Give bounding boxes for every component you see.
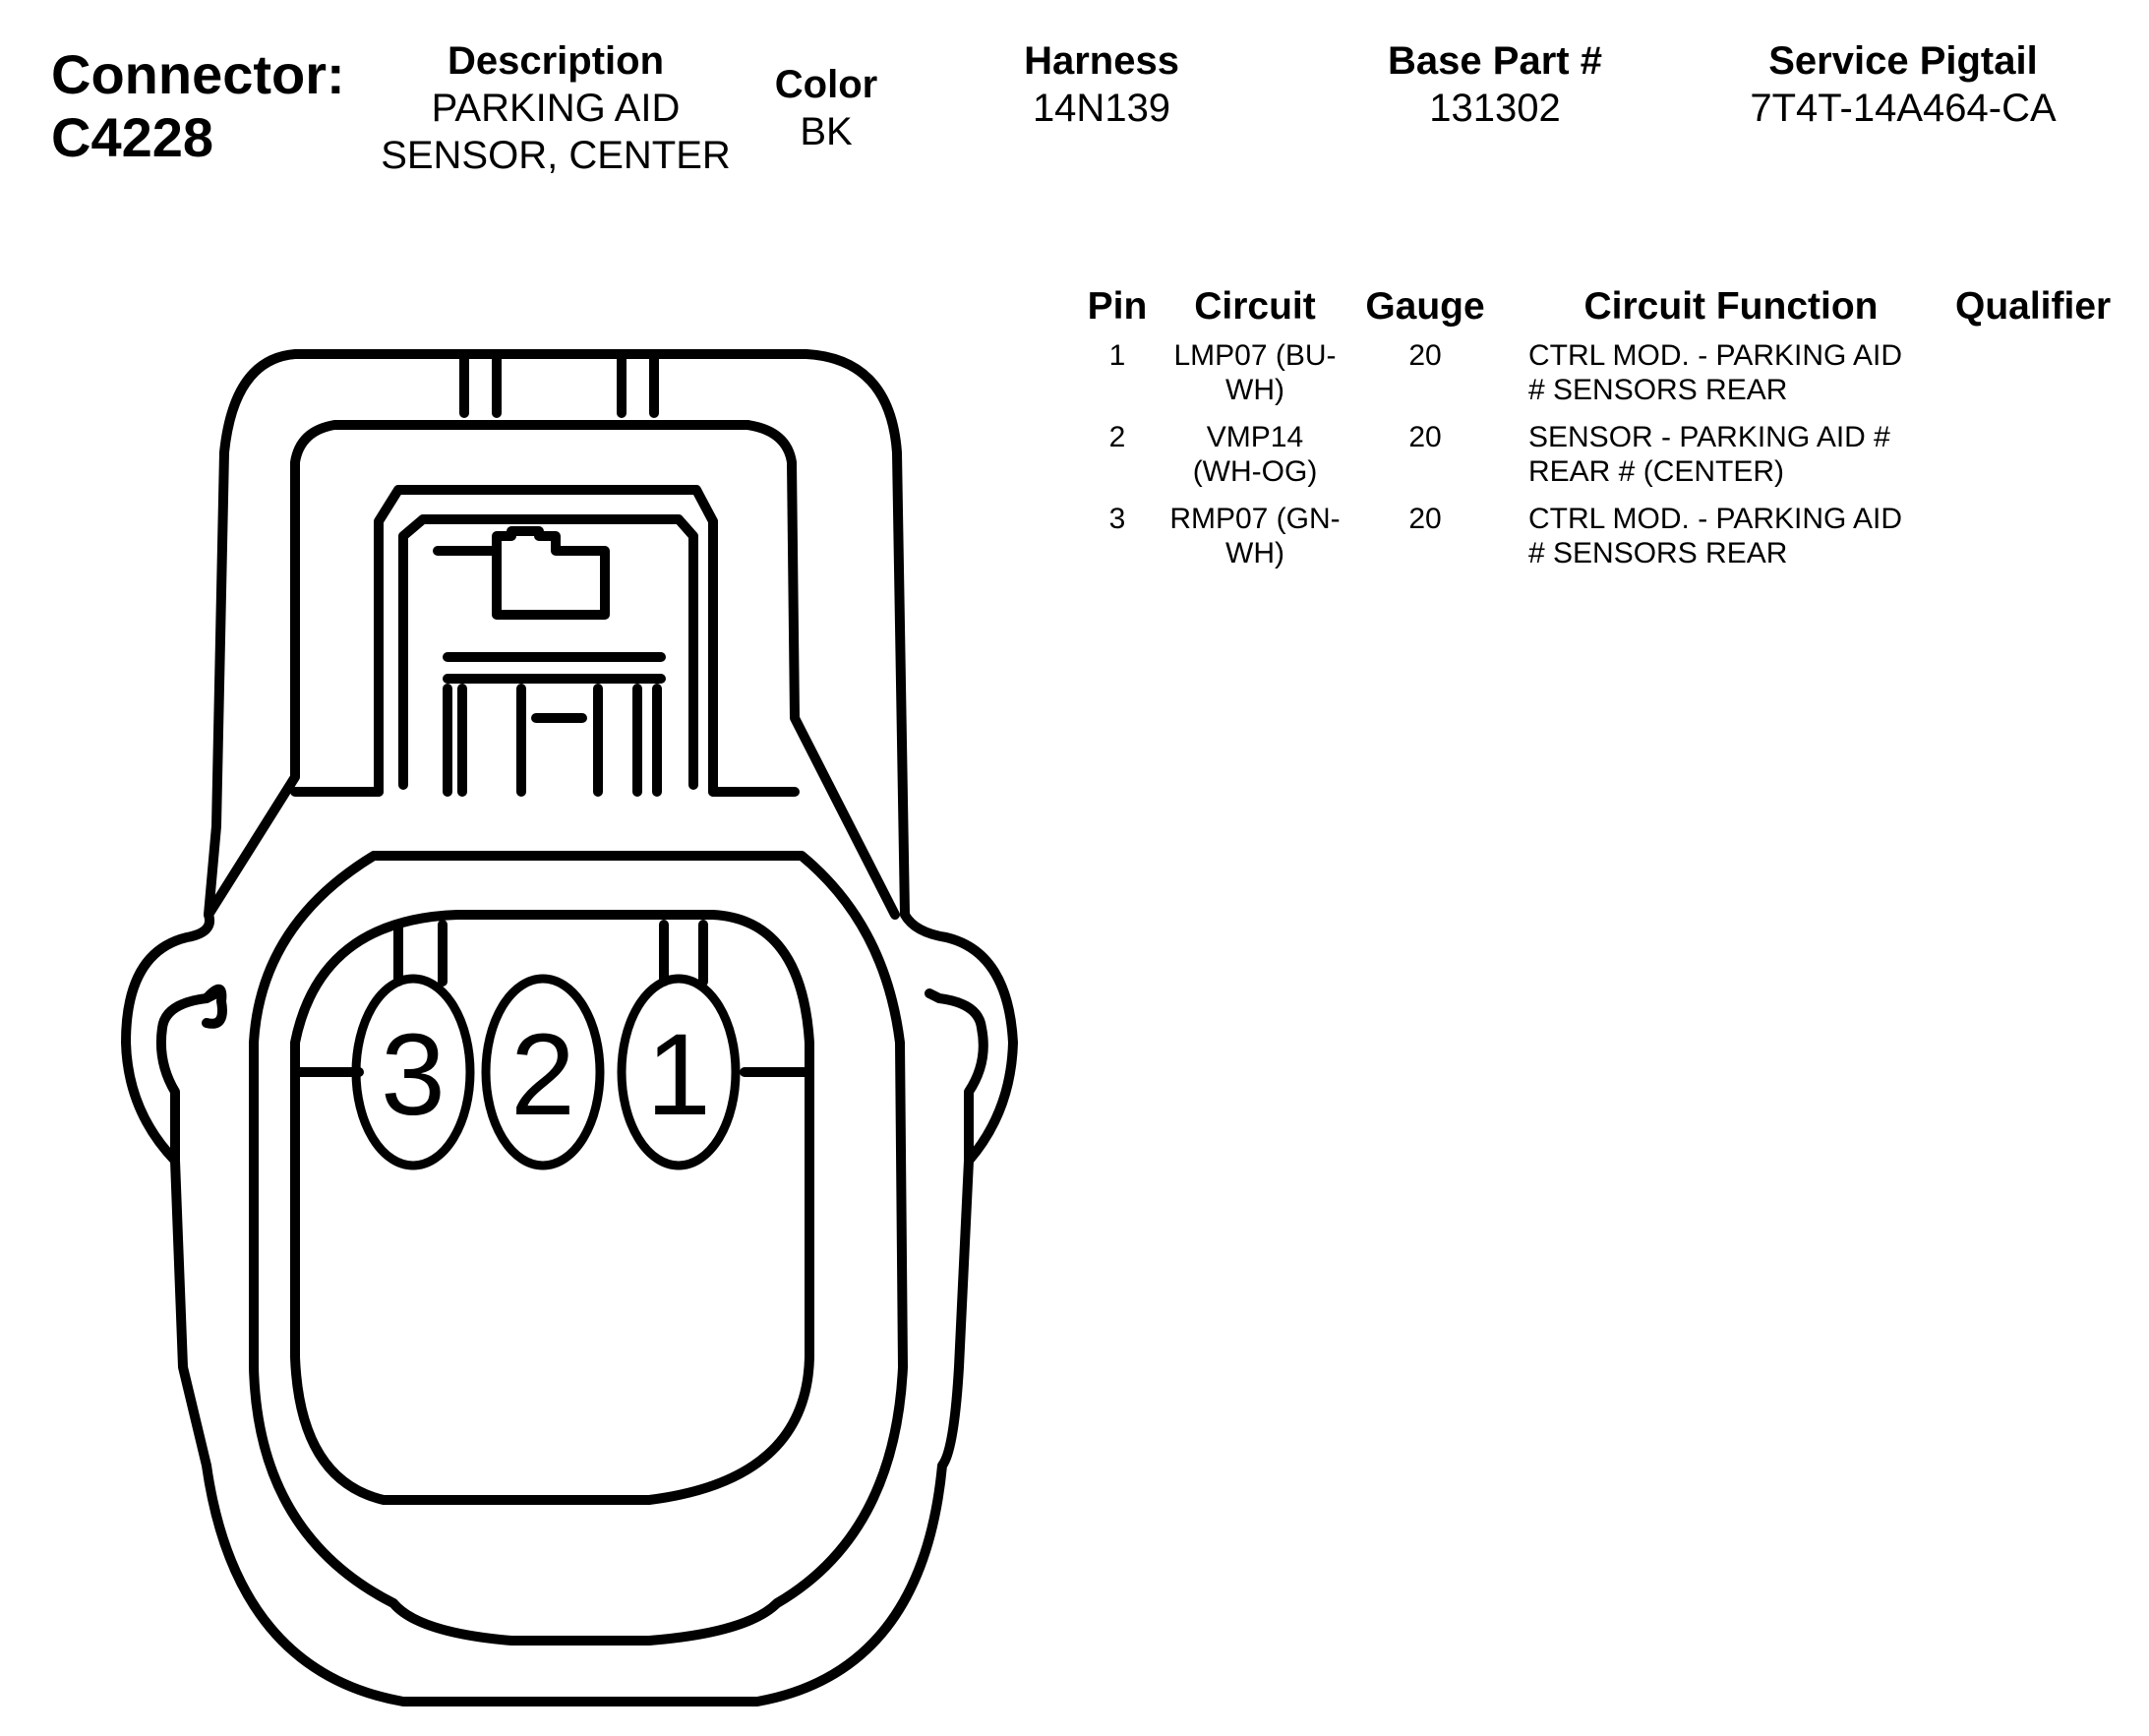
circuit-line: (WH-OG) [1192,455,1318,488]
lock-frame-outer [374,485,718,797]
lock-slot-center [516,684,603,797]
base-part-label: Base Part # [1388,39,1602,83]
left-latch [155,988,221,1166]
base-part-column: Base Part # 131302 [1338,37,1652,132]
pin-stem-3 [393,920,448,987]
harness-column: Harness 14N139 [964,37,1239,132]
function-line: REAR # (CENTER) [1528,455,1785,488]
pin-cell: 2 [1108,421,1126,453]
lock-cross-bar [443,652,666,684]
qualifier-cell [1955,338,2111,420]
function-cell: CTRL MOD. - PARKING AID# SENSORS REAR [1507,338,1955,420]
connector-id: C4228 [51,106,214,168]
circuit-line: WH) [1225,374,1284,406]
service-pigtail-value: 7T4T-14A464-CA [1750,87,2057,130]
pin-table-header-row: Pin Circuit Gauge Circuit Function Quali… [1068,283,2112,338]
gauge-cell: 20 [1408,503,1442,535]
pin-cell: 1 [1108,339,1126,372]
pin-stem-1 [659,920,708,987]
circuit-line: RMP07 (GN- [1169,503,1341,535]
inner-lower-shell [249,851,908,1646]
function-line: CTRL MOD. - PARKING AID [1528,339,1903,372]
right-latch [925,988,988,1166]
function-cell: SENSOR - PARKING AID #REAR # (CENTER) [1507,420,1955,502]
pin-cell: 3 [1108,503,1126,535]
circuit-line: LMP07 (BU- [1173,339,1337,372]
circuit-cell: LMP07 (BU-WH) [1166,338,1343,420]
circuit-cell: RMP07 (GN-WH) [1166,502,1343,583]
table-row: 2 VMP14(WH-OG) 20 SENSOR - PARKING AID #… [1068,420,2111,502]
pin-cavity-3 [351,974,475,1170]
qualifier-header: Qualifier [1955,285,2112,328]
circuit-header: Circuit [1194,285,1316,328]
description-line-1: PARKING AID [431,87,681,130]
pin-header: Pin [1087,285,1148,328]
service-pigtail-column: Service Pigtail 7T4T-14A464-CA [1716,37,2090,132]
table-row: 3 RMP07 (GN-WH) 20 CTRL MOD. - PARKING A… [1068,502,2111,583]
service-pigtail-label: Service Pigtail [1768,39,2038,83]
lock-slot-right [632,684,662,797]
function-line: CTRL MOD. - PARKING AID [1528,503,1903,535]
qualifier-cell [1955,420,2111,502]
qualifier-cell [1955,502,2111,583]
circuit-line: VMP14 [1206,421,1304,453]
connector-housing-outline [121,349,1018,1706]
gauge-cell: 20 [1408,339,1442,372]
harness-label: Harness [1024,39,1179,83]
connector-face-diagram: 3 2 1 [121,349,1018,1706]
color-column: Color BK [747,61,905,155]
function-line: # SENSORS REAR [1528,537,1788,569]
inner-housing-outline [204,420,900,920]
pin-number-2: 2 [510,1010,575,1140]
circuit-function-header: Circuit Function [1583,285,1879,328]
lock-slot-left [443,684,467,797]
table-row: 1 LMP07 (BU-WH) 20 CTRL MOD. - PARKING A… [1068,338,2111,420]
lock-tooth [433,526,610,620]
top-tab-right [617,351,659,418]
description-label: Description [447,39,665,83]
description-line-2: SENSOR, CENTER [381,134,731,177]
pin-table: Pin Circuit Gauge Circuit Function Quali… [1068,283,2112,583]
connector-label: Connector: [51,43,345,105]
harness-value: 14N139 [1032,87,1171,130]
circuit-cell: VMP14(WH-OG) [1166,420,1343,502]
cavity-outline [290,910,814,1505]
function-line: # SENSORS REAR [1528,374,1788,406]
pin-number-3: 3 [381,1010,446,1140]
connector-title: Connector: C4228 [51,43,345,169]
base-part-value: 131302 [1429,87,1561,130]
gauge-cell: 20 [1408,421,1442,453]
pin-cavity-2 [481,974,605,1170]
function-cell: CTRL MOD. - PARKING AID# SENSORS REAR [1507,502,1955,583]
color-label: Color [774,63,878,106]
color-value: BK [800,110,853,153]
gauge-header: Gauge [1365,285,1485,328]
function-line: SENSOR - PARKING AID # [1528,421,1890,453]
left-latch-notch [202,984,227,1029]
description-column: Description PARKING AID SENSOR, CENTER [364,37,747,179]
pin-number-1: 1 [646,1010,711,1140]
top-tab-left [459,351,502,418]
pin-cavity-1 [617,974,741,1170]
circuit-line: WH) [1225,537,1284,569]
lock-frame-inner [398,514,698,790]
